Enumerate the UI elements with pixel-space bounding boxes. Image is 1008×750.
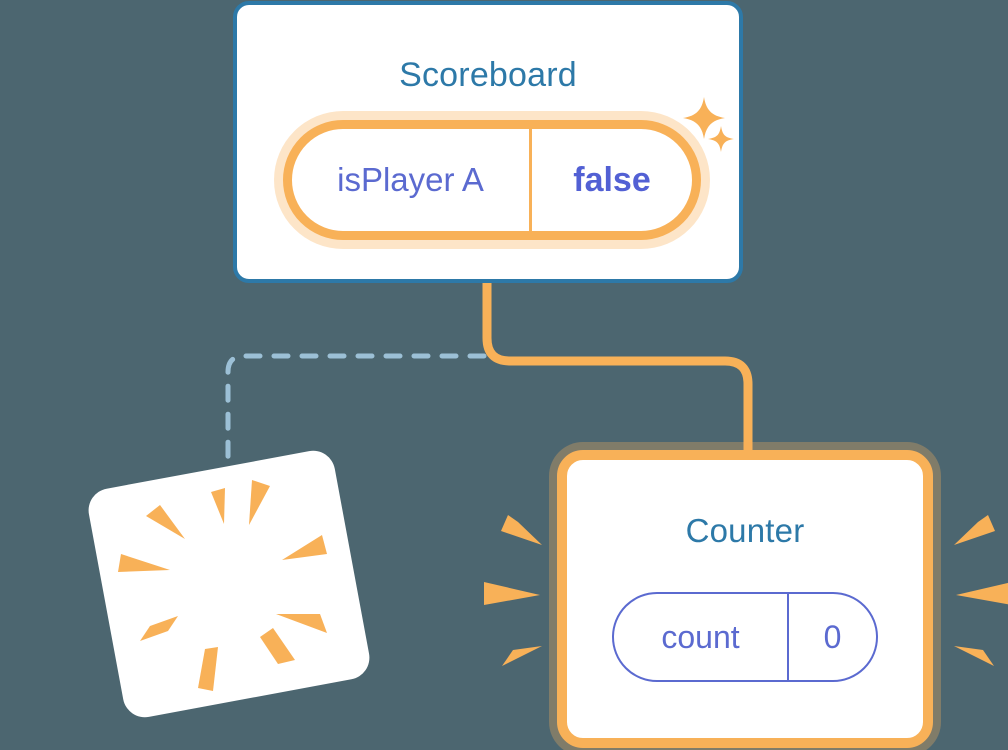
scoreboard-state-key: isPlayer A [292,129,532,231]
scoreboard-state-pill[interactable]: isPlayer A false [283,120,701,240]
connector-scoreboard-to-counter [482,281,753,458]
counter-state-pill[interactable]: count 0 [612,592,878,682]
counter-rays-left-icon [484,515,542,666]
placeholder-burst-rays-icon [118,480,327,691]
counter-state-value: 0 [823,618,842,655]
counter-rays-right-icon [954,515,1008,666]
counter-title: Counter [685,512,805,549]
counter-state-key: count [614,594,789,680]
scoreboard-title: Scoreboard [399,56,577,94]
placeholder-card-group[interactable] [84,447,374,721]
sparkle-large-icon [683,97,725,139]
scoreboard-state-value: false [573,160,651,199]
sparkle-small-icon [708,126,734,152]
